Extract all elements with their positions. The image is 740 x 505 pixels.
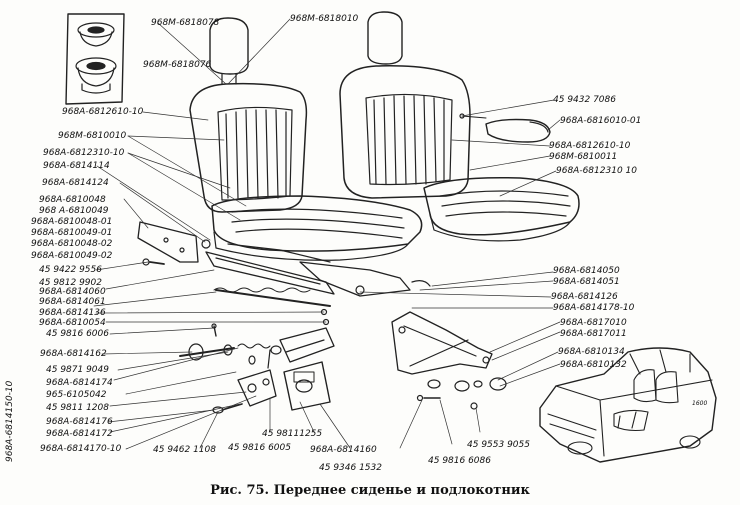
label-45-9811-1208: 45 9811 1208 (46, 403, 109, 413)
label-968A-6810048-01: 968А-6810048-01 (31, 217, 113, 227)
label-45-9553-9055: 45 9553 9055 (467, 440, 530, 450)
right-seat-back (339, 65, 471, 199)
label-968M-6818010: 968М-6818010 (290, 14, 359, 24)
label-968M-6810010: 968М-6810010 (58, 131, 127, 141)
label-45-9346-1532: 45 9346 1532 (319, 463, 382, 473)
right-seat-cushion (423, 176, 580, 242)
label-968A-6816010-01: 968А-6816010-01 (560, 116, 642, 126)
left-seat-back (189, 82, 308, 213)
right-headrest (367, 11, 403, 65)
label-968A-6814124: 968А-6814124 (42, 178, 109, 188)
car-badge: 1600 (692, 400, 708, 407)
label-968A-6812610-10-right: 968А-6812610-10 (549, 141, 631, 151)
left-seat-cushion (211, 195, 423, 261)
label-45-9812-9902: 45 9812 9902 (39, 278, 102, 288)
label-968A-6814050: 968А-6814050 (553, 266, 620, 276)
label-968A-6810048: 968А-6810048 (39, 195, 106, 205)
leader-lines (93, 18, 561, 450)
label-45-9871-9049: 45 9871 9049 (46, 365, 109, 375)
label-968A-6814160: 968А-6814160 (310, 445, 377, 455)
label-968A-6812310-10-left: 968А-6812310-10 (43, 148, 125, 158)
label-968A-6814060: 968А-6814060 (39, 287, 106, 297)
seat-frame-bracket (391, 311, 507, 392)
car-illustration (539, 347, 717, 463)
label-968A-6814176: 968А-6814176 (46, 417, 113, 427)
label-45-98111255: 45 98111255 (262, 429, 323, 439)
label-968M-6810011: 968М-6810011 (549, 152, 618, 162)
label-968A-6814178-10: 968А-6814178-10 (553, 303, 635, 313)
label-968M-6818076: 968М-6818076 (143, 60, 212, 70)
fasteners (142, 239, 478, 410)
seat-rail-assembly (137, 221, 431, 326)
label-968A-6814172: 968А-6814172 (46, 429, 113, 439)
label-968A-6814114: 968А-6814114 (43, 161, 110, 171)
label-968A-6810132: 968А-6810132 (560, 360, 627, 370)
label-45-9816-6005: 45 9816 6005 (228, 443, 291, 453)
bushing-inset (65, 13, 125, 105)
label-968A-6810048-02: 968А-6810048-02 (31, 239, 113, 249)
label-968A-6814170-10: 968А-6814170-10 (40, 444, 122, 454)
label-968M-6818078: 968М-6818078 (151, 18, 220, 28)
label-968A-6817010: 968А-6817010 (560, 318, 627, 328)
label-45-9816-6006: 45 9816 6006 (46, 329, 109, 339)
label-968A-6810049: 968 А-6810049 (39, 206, 109, 216)
label-968A-6817011: 968А-6817011 (560, 329, 627, 339)
label-968A-6814136: 968А-6814136 (39, 308, 106, 318)
label-968A-6812610-10-left: 968А-6812610-10 (62, 107, 144, 117)
label-968A-6814150-10: 968А-6814150-10 (5, 380, 15, 462)
label-968A-6814126: 968А-6814126 (551, 292, 618, 302)
label-968A-6810049-02: 968А-6810049-02 (31, 251, 113, 261)
label-45-9422-9556: 45 9422 9556 (39, 265, 102, 275)
label-45-9432-7086: 45 9432 7086 (553, 95, 616, 105)
label-45-9816-6086: 45 9816 6086 (428, 456, 491, 466)
label-968A-6814061: 968А-6814061 (39, 297, 106, 307)
label-968A-6814162: 968А-6814162 (40, 349, 107, 359)
label-968A-6814051: 968А-6814051 (553, 277, 620, 287)
label-965-6105042: 965-6105042 (46, 390, 107, 400)
figure-caption: Рис. 75. Переднее сиденье и подлокотник (210, 483, 530, 498)
label-968A-6810049-01: 968А-6810049-01 (31, 228, 113, 238)
label-45-9462-1108: 45 9462 1108 (153, 445, 216, 455)
label-968A-6810134: 968А-6810134 (558, 347, 625, 357)
label-968A-6812310-10-right: 968А-6812310 10 (556, 166, 637, 176)
label-968A-6814174: 968А-6814174 (46, 378, 113, 388)
label-968A-6810054: 968А-6810054 (39, 318, 106, 328)
handle-lever-parts (179, 327, 335, 414)
armrest (459, 113, 551, 143)
